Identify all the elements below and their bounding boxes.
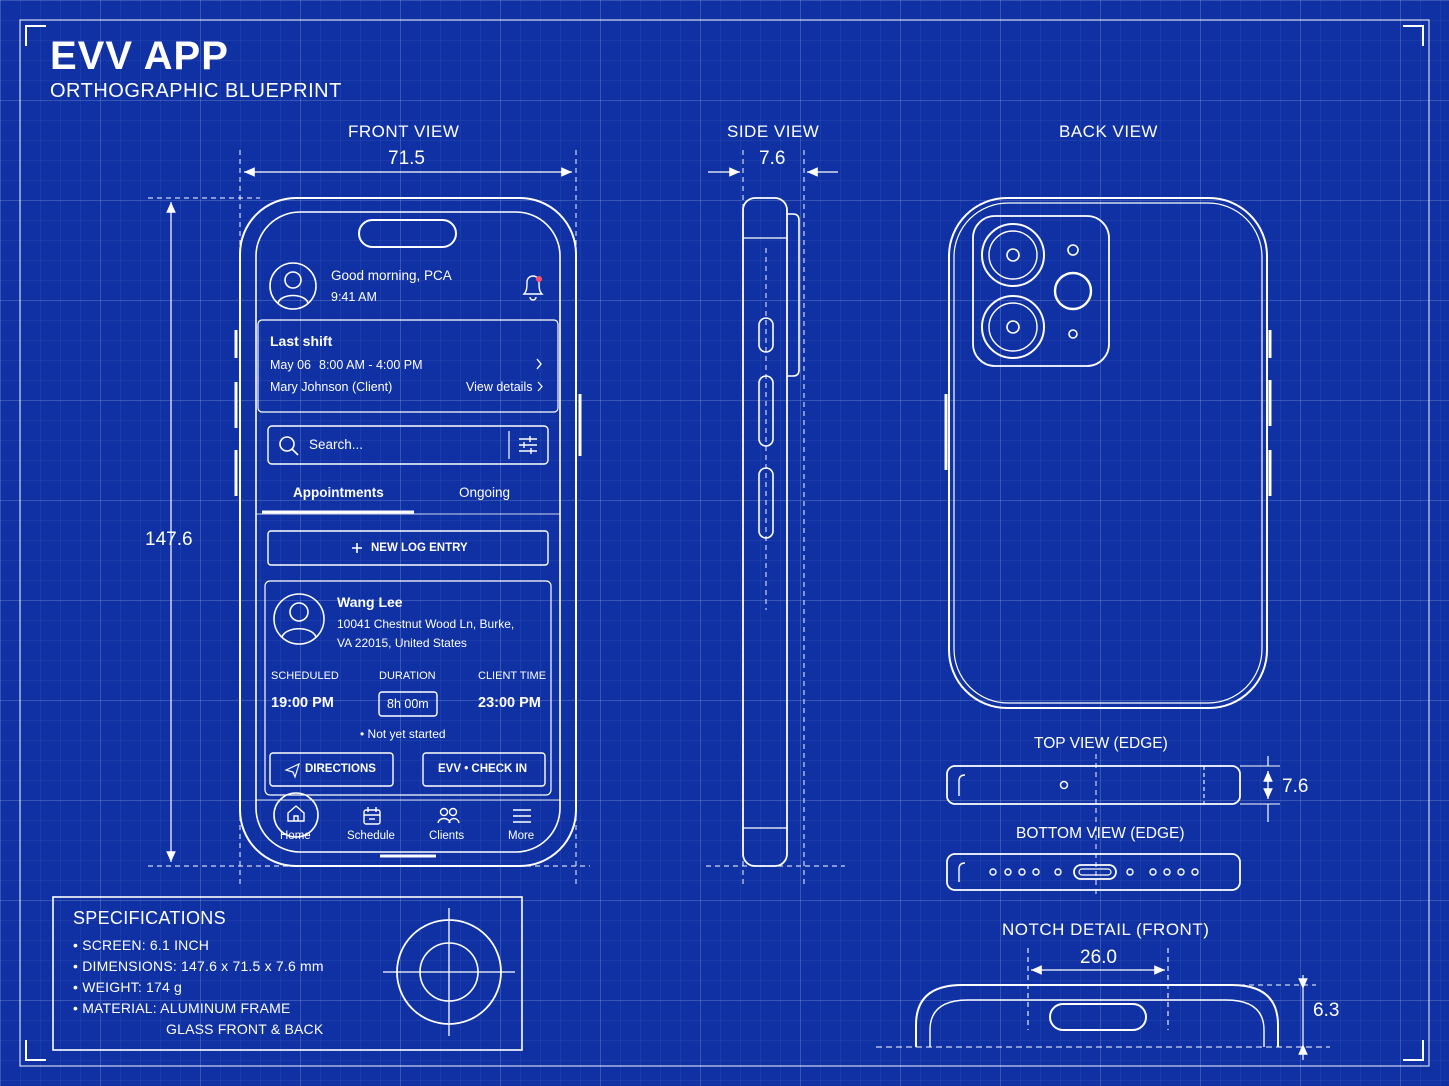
top-depth-dimension: 7.6 <box>1282 776 1309 797</box>
last-shift-hours: 8:00 AM - 4:00 PM <box>319 358 423 372</box>
duration-box <box>378 691 438 717</box>
menu-icon <box>513 809 531 823</box>
search-box <box>267 425 549 465</box>
specifications-title: SPECIFICATIONS <box>73 908 226 928</box>
usb-c-port <box>1073 864 1117 880</box>
chevron-right-icon <box>537 381 543 392</box>
clients-icon <box>437 807 460 824</box>
page-subtitle: ORTHOGRAPHIC BLUEPRINT <box>50 80 342 102</box>
duration-label: DURATION <box>379 670 436 682</box>
speaker-holes <box>989 868 1199 876</box>
appointment-card <box>264 580 552 796</box>
status-text: • Not yet started <box>360 727 446 741</box>
tab-ongoing[interactable]: Ongoing <box>459 485 511 500</box>
spec-material-line2: GLASS FRONT & BACK <box>166 1021 324 1037</box>
client-name: Wang Lee <box>337 594 403 610</box>
bottom-edge-view <box>946 853 1241 891</box>
side-view-phone <box>742 197 800 867</box>
spec-material: • MATERIAL: ALUMINUM FRAME <box>73 1000 291 1016</box>
back-view-label: BACK VIEW <box>1059 122 1158 141</box>
spec-weight: • WEIGHT: 174 g <box>73 979 183 995</box>
last-shift-card <box>257 319 559 413</box>
last-shift-title: Last shift <box>270 333 333 349</box>
camera-bump-side <box>787 213 800 377</box>
spec-dimensions: • DIMENSIONS: 147.6 x 71.5 x 7.6 mm <box>73 958 324 974</box>
filter-icon <box>519 436 537 454</box>
directions-button[interactable]: DIRECTIONS <box>305 763 376 775</box>
calendar-icon <box>363 807 381 825</box>
client-time-value: 23:00 PM <box>478 695 541 711</box>
check-in-button[interactable]: EVV • CHECK IN <box>438 763 528 775</box>
side-dimension-lines <box>706 150 845 886</box>
home-active-ring <box>273 792 319 838</box>
directions-box <box>269 752 394 787</box>
bottom-edge-label: BOTTOM VIEW (EDGE) <box>1016 825 1185 842</box>
plus-icon <box>352 543 362 553</box>
back-view-phone <box>944 197 1272 709</box>
top-edge-view <box>946 754 1280 894</box>
client-address-line1: 10041 Chestnut Wood Ln, Burke, <box>337 617 515 631</box>
new-log-entry-box <box>267 530 549 566</box>
clock-time: 9:41 AM <box>331 290 377 304</box>
navigation-arrow-icon <box>284 762 300 779</box>
last-shift-date: May 06 <box>270 358 311 372</box>
tab-appointments[interactable]: Appointments <box>293 485 384 500</box>
search-icon <box>279 436 299 456</box>
height-dimension: 147.6 <box>145 529 193 550</box>
notch-width-dimension: 26.0 <box>1080 947 1117 968</box>
nav-more[interactable]: More <box>508 830 535 842</box>
front-view-phone <box>234 197 582 867</box>
specifications-box <box>52 896 523 1051</box>
top-edge-label: TOP VIEW (EDGE) <box>1034 735 1168 752</box>
duration-value: 8h 00m <box>387 697 429 711</box>
side-view-label: SIDE VIEW <box>727 122 820 141</box>
check-in-box <box>422 752 546 787</box>
notch-detail <box>876 948 1330 1060</box>
last-shift-client: Mary Johnson (Client) <box>270 380 393 394</box>
home-icon <box>287 805 305 822</box>
dynamic-island <box>358 219 457 248</box>
nav-schedule[interactable]: Schedule <box>347 830 395 842</box>
chevron-right-icon <box>536 358 542 370</box>
depth-dimension: 7.6 <box>759 148 786 169</box>
flash-icon <box>1053 271 1093 311</box>
avatar-icon <box>269 262 317 310</box>
scheduled-value: 19:00 PM <box>271 695 334 711</box>
new-log-entry-button[interactable]: NEW LOG ENTRY <box>371 542 468 554</box>
search-input[interactable]: Search... <box>309 437 364 452</box>
width-dimension: 71.5 <box>388 148 425 169</box>
bell-icon <box>522 275 544 301</box>
nav-home[interactable]: Home <box>280 830 311 842</box>
view-details-link[interactable]: View details <box>466 380 533 394</box>
scheduled-label: SCHEDULED <box>271 670 339 682</box>
greeting-text: Good morning, PCA <box>331 268 452 283</box>
client-time-label: CLIENT TIME <box>478 670 547 682</box>
client-address-line2: VA 22015, United States <box>337 636 467 650</box>
notch-detail-label: NOTCH DETAIL (FRONT) <box>1002 920 1210 939</box>
notch-height-dimension: 6.3 <box>1313 1000 1340 1021</box>
page-title: EVV APP <box>50 34 229 78</box>
spec-screen: • SCREEN: 6.1 INCH <box>73 937 210 953</box>
front-dimension-lines <box>148 150 590 886</box>
nav-clients[interactable]: Clients <box>429 830 465 842</box>
front-view-label: FRONT VIEW <box>348 122 460 141</box>
client-avatar-icon <box>273 593 325 645</box>
camera-module <box>972 215 1110 367</box>
sheet-frame <box>19 19 1430 1067</box>
